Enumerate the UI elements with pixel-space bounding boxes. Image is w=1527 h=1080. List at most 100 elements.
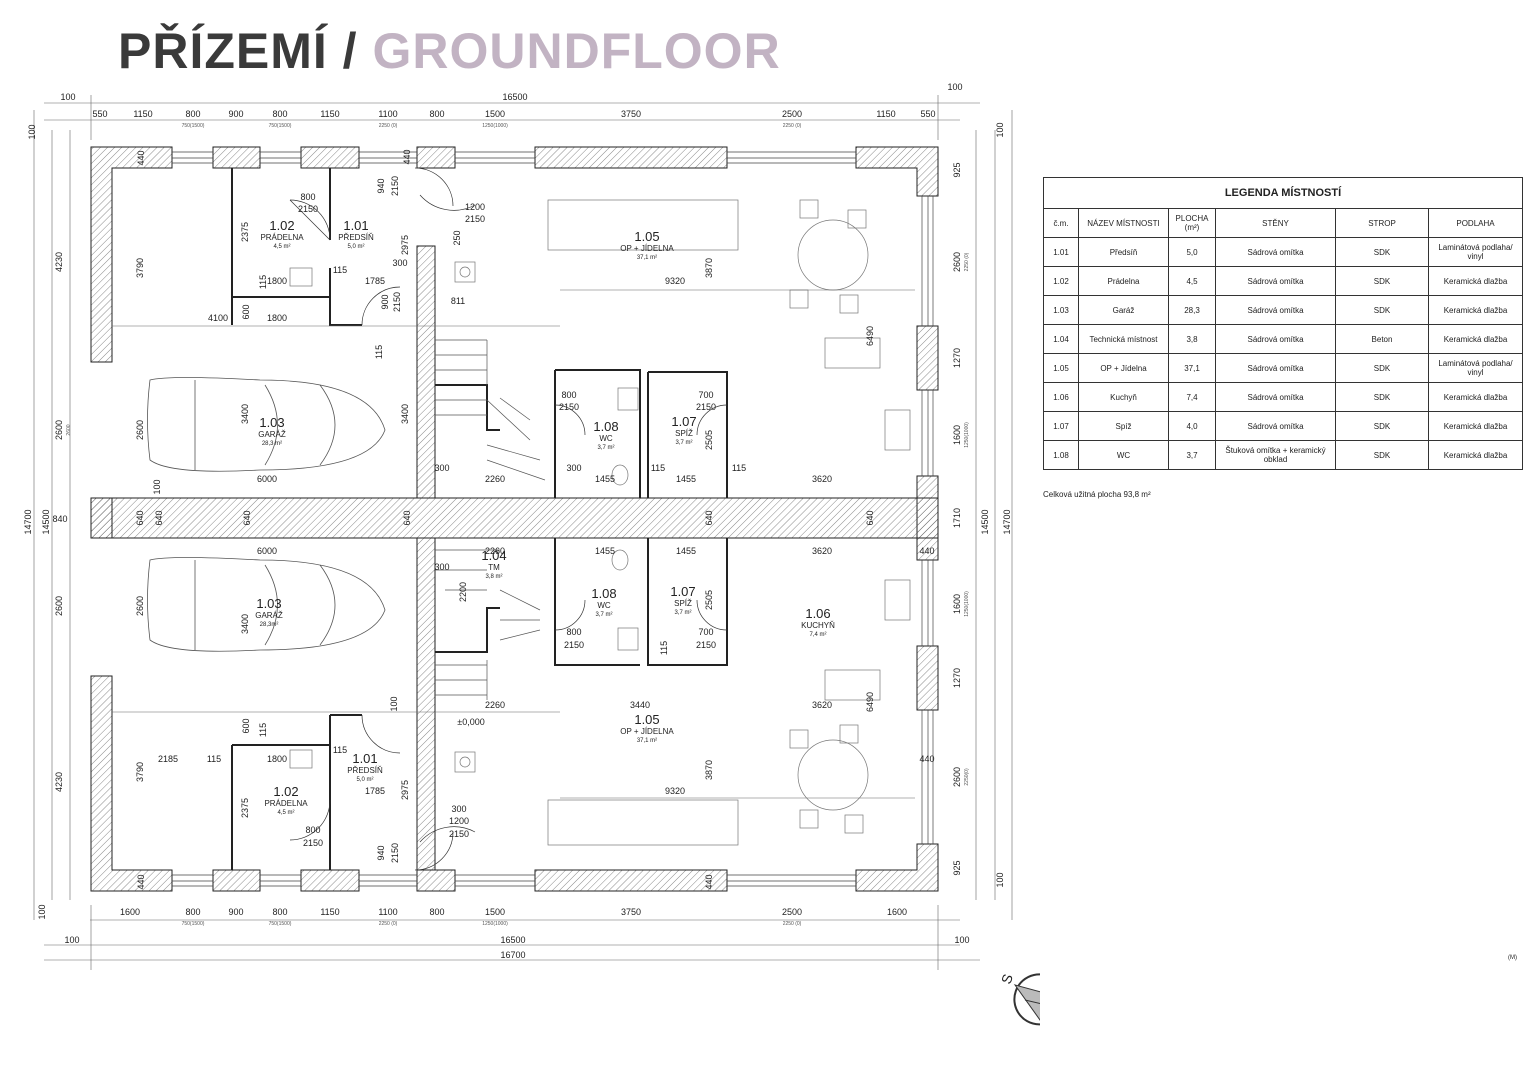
room-name: SPÍŽ <box>674 599 692 608</box>
int-dim: 2150 <box>390 176 400 196</box>
room-name: TM <box>488 563 500 572</box>
int-dim: 640 <box>402 510 412 525</box>
dim-right-sub-3: 2250(0) <box>964 768 970 786</box>
dim-top-right: 100 <box>947 82 962 92</box>
int-dim: 1785 <box>365 786 385 796</box>
dim-right-8: 2600 <box>952 767 962 787</box>
int-dim: 300 <box>392 258 407 268</box>
legend-cell: WC <box>1078 440 1169 470</box>
wall-top-seg2 <box>212 146 261 169</box>
room-legend-table: LEGENDA MÍSTNOSTÍ č.m. NÁZEV MÍSTNOSTI P… <box>1043 177 1523 470</box>
int-dim: 2200 <box>458 582 468 602</box>
page-title: PŘÍZEMÍ / GROUNDFLOOR <box>118 22 781 80</box>
dim-top-left: 100 <box>60 92 75 102</box>
legend-cell: 1.02 <box>1043 266 1079 296</box>
int-dim: 2375 <box>240 798 250 818</box>
int-dim: 2975 <box>400 780 410 800</box>
int-dim: 250 <box>452 230 462 245</box>
int-dim: 640 <box>154 510 164 525</box>
room-no: 1.07 <box>671 414 696 429</box>
room-labels: 1.02 PRÁDELNA 4,5 m² 1.01 PŘEDSÍŇ 5,0 m²… <box>255 218 835 816</box>
dimension-lines <box>33 95 1013 970</box>
int-dim: 9320 <box>665 276 685 286</box>
room-name: WC <box>599 434 613 443</box>
int-dim: 2150 <box>564 640 584 650</box>
legend-header: PLOCHA (m²) <box>1168 208 1216 238</box>
windows <box>172 151 934 887</box>
legend-header: PODLAHA <box>1428 208 1523 238</box>
room-no: 1.03 <box>259 415 284 430</box>
int-dim: 640 <box>865 510 875 525</box>
int-dim: 300 <box>434 562 449 572</box>
int-dim: 1785 <box>365 276 385 286</box>
legend-cell: Keramická dlažba <box>1428 266 1523 296</box>
int-dim: 1800 <box>267 276 287 286</box>
room-no: 1.02 <box>273 784 298 799</box>
room-name: PŘEDSÍŇ <box>347 766 383 775</box>
dim-left-0: 100 <box>27 124 37 139</box>
room-name: PRÁDELNA <box>264 799 308 808</box>
int-dim: 2260 <box>485 474 505 484</box>
legend-cell: 1.05 <box>1043 353 1079 383</box>
int-dim: 1800 <box>267 754 287 764</box>
legend-cell: 4,5 <box>1168 266 1216 296</box>
wall-center-party <box>90 497 939 539</box>
int-dim: 1200 <box>465 202 485 212</box>
dim-left-1: 4230 <box>54 252 64 272</box>
dim-top-sub-1: 750(1500) <box>269 123 292 129</box>
int-dim: 6000 <box>257 474 277 484</box>
int-dim: 115 <box>732 463 746 473</box>
car-top <box>147 377 386 472</box>
room-area: 3,8 m² <box>485 574 502 580</box>
room-no: 1.06 <box>805 606 830 621</box>
wall-left-center <box>90 497 113 539</box>
int-dim: 1800 <box>267 313 287 323</box>
legend-cell: Keramická dlažba <box>1428 295 1523 325</box>
legend-cell: Prádelna <box>1078 266 1169 296</box>
int-dim: 2975 <box>400 235 410 255</box>
dimension-texts: 100 16500 100 550 1150 800 900 800 1150 … <box>23 82 1012 960</box>
int-dim: 940 <box>376 178 386 193</box>
int-dim: 600 <box>241 304 251 319</box>
exterior-walls <box>90 146 939 892</box>
legend-cell: Sádrová omítka <box>1215 324 1336 354</box>
int-dim: 640 <box>135 510 145 525</box>
int-dim: 2375 <box>240 222 250 242</box>
int-dim: 640 <box>704 510 714 525</box>
wall-bottom-seg3 <box>300 869 360 892</box>
room-no: 1.01 <box>343 218 368 233</box>
room-name: SPÍŽ <box>675 429 693 438</box>
interior-walls <box>231 168 728 870</box>
int-dim: 1455 <box>595 474 615 484</box>
dim-bot-4: 1150 <box>320 907 339 917</box>
legend-cell: Sádrová omítka <box>1215 353 1336 383</box>
dim-top-sub-4: 2250 (0) <box>783 123 802 129</box>
int-dim: 800 <box>300 192 315 202</box>
int-dim: 115 <box>651 463 665 473</box>
furniture <box>289 199 911 846</box>
int-dim: 440 <box>136 874 146 889</box>
legend-cell: SDK <box>1335 353 1429 383</box>
dim-bot-left: 100 <box>64 935 79 945</box>
room-area: 4,5 m² <box>277 810 294 816</box>
legend-title: LEGENDA MÍSTNOSTÍ <box>1043 177 1523 209</box>
room-area: 5,0 m² <box>356 777 373 783</box>
dim-top-4: 800 <box>272 109 287 119</box>
int-dim: 300 <box>451 804 466 814</box>
room-area: 3,7 m² <box>675 440 692 446</box>
room-area: 28,3 m² <box>262 441 282 447</box>
int-dim: 300 <box>566 463 581 473</box>
int-dim: 2150 <box>696 402 716 412</box>
wall-right-window1 <box>916 325 939 391</box>
int-dim: 300 <box>434 463 449 473</box>
dim-top-11: 1150 <box>876 109 895 119</box>
int-dim: 3870 <box>704 258 714 278</box>
room-area: 37,1 m² <box>637 255 657 261</box>
room-area: 3,7 m² <box>595 612 612 618</box>
dim-top-total: 16500 <box>502 92 527 102</box>
dim-bot-sub-2: 2250 (0) <box>379 921 398 927</box>
int-dim: 4100 <box>208 313 228 323</box>
legend-cell: SDK <box>1335 411 1429 441</box>
dim-right-sub-0: 2250 (0) <box>964 252 970 271</box>
